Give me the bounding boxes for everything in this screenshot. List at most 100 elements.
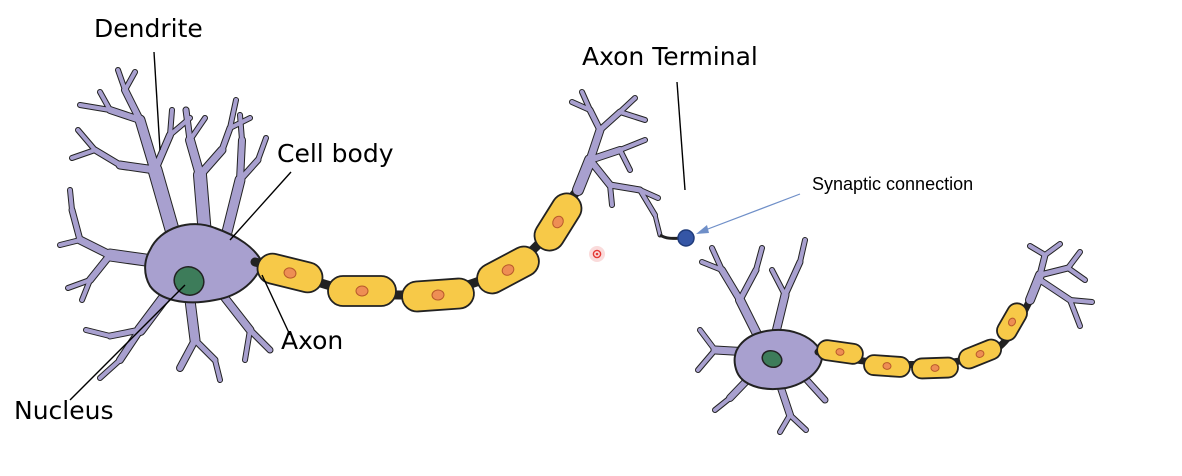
dendrite-fill [84, 328, 112, 338]
dendrite-fill [696, 348, 717, 372]
neuron-2-myelin-sheath [816, 302, 1028, 380]
dendrite-fill [256, 136, 268, 162]
label-nucleus: Nucleus [14, 396, 114, 425]
dendrite-fill [618, 96, 637, 114]
leader-dendrite [153, 51, 161, 151]
dendrite-fill [618, 138, 647, 152]
dendrite-fill [788, 413, 808, 432]
dendrite-fill [778, 413, 792, 434]
dendrite-fill [580, 90, 592, 112]
dendrite-fill [782, 259, 803, 298]
leader-cell-body [229, 171, 292, 241]
dendrite-fill [1037, 277, 1073, 303]
label-cell-body: Cell body [277, 139, 394, 168]
dendrite-fill [1037, 252, 1048, 278]
dendrite-fill [587, 157, 613, 188]
dendrite-fill [122, 87, 143, 123]
leader-axon-terminal [676, 81, 686, 191]
dendrite-fill [228, 98, 238, 130]
dendrite-fill [1043, 242, 1062, 257]
dendrite-fill [1037, 265, 1071, 278]
nucleus-2 [761, 349, 783, 369]
dendrite-fill [238, 113, 244, 142]
dendrite-fill [152, 132, 173, 173]
dendrite-fill [107, 327, 143, 339]
dendrite-fill [638, 188, 657, 217]
dendrite-fill [58, 238, 82, 247]
dendrite-fill [1068, 298, 1082, 328]
dendrite-fill [87, 252, 113, 283]
dendrite-fill [107, 107, 143, 123]
leader-lines [69, 51, 686, 401]
dendrite-fill [770, 268, 787, 297]
dendrite-fill [1066, 266, 1087, 282]
myelin-segment [957, 338, 1003, 370]
myelin-segment [816, 339, 864, 365]
dendrite-fill [618, 110, 647, 122]
dendrite-fill [123, 70, 137, 92]
label-synaptic-connection: Synaptic connection [812, 174, 974, 194]
neuron-1-dendrites [57, 67, 274, 383]
dendrite-fill [78, 103, 112, 112]
dendrite-fill [573, 155, 595, 195]
dendrite-fill [196, 146, 226, 179]
dendrite-fill [221, 294, 254, 334]
dendrite-fill [76, 128, 97, 152]
dendrite-fill [737, 267, 759, 303]
neuron-1 [57, 67, 663, 383]
dendrite-fill [237, 157, 261, 183]
dendrite-fill [80, 278, 92, 302]
dendrite-fill [168, 108, 174, 137]
dendrite-fill [700, 260, 724, 272]
dendrite-fill [798, 238, 807, 264]
dendrite-fill [135, 115, 160, 175]
leader-nucleus [69, 284, 186, 401]
myelin-segment [863, 354, 911, 378]
synaptic-pointer-arrow [696, 193, 801, 234]
dendrite-fill [219, 125, 233, 153]
dendrite-fill [618, 148, 632, 172]
dendrite-fill [710, 246, 724, 272]
dendrite-fill [587, 147, 623, 163]
dendrite-fill [777, 382, 793, 418]
myelin-segment [996, 302, 1028, 342]
dendrite-fill [243, 328, 252, 362]
neuron-1-myelin-sheath [256, 192, 583, 313]
dendrite-fill [66, 278, 92, 290]
dendrite-fill [570, 100, 592, 112]
neuron-2-axon-terminal [1025, 241, 1095, 329]
neuron-1-cell-body [144, 223, 264, 304]
dendrite-fill [607, 182, 643, 193]
myelin-segment [256, 252, 324, 294]
myelin-segment [327, 275, 397, 307]
dendrite-fill [183, 107, 193, 143]
dendrite-fill [713, 396, 732, 412]
dendrite-fill [586, 126, 604, 164]
dendrite-fill [117, 327, 143, 363]
dendrite-fill [70, 148, 97, 160]
dendrite-fill [237, 137, 245, 183]
dendrite-fill [69, 207, 83, 243]
dendrite-fill [98, 358, 122, 380]
myelin-segment [476, 245, 540, 295]
dendrite-fill [98, 90, 112, 112]
synapse-dot [677, 229, 695, 247]
dendrite-fill [213, 358, 222, 382]
dendrite-fill [185, 295, 200, 345]
dendrite-fill [116, 68, 127, 92]
neuron-1-axon-terminal [569, 89, 663, 238]
myelin-segment [533, 192, 583, 252]
click-marker [589, 246, 605, 262]
dendrite-fill [653, 213, 662, 237]
myelin-segment [401, 277, 475, 313]
label-dendrite: Dendrite [94, 14, 203, 43]
label-axon-terminal: Axon Terminal [582, 42, 758, 71]
dendrite-fill [92, 147, 123, 168]
dendrite-fill [587, 107, 603, 133]
dendrite-fill [188, 116, 207, 142]
dendrite-fill [802, 375, 828, 403]
dendrite-fill [76, 236, 114, 259]
dendrite-fill [247, 327, 273, 353]
